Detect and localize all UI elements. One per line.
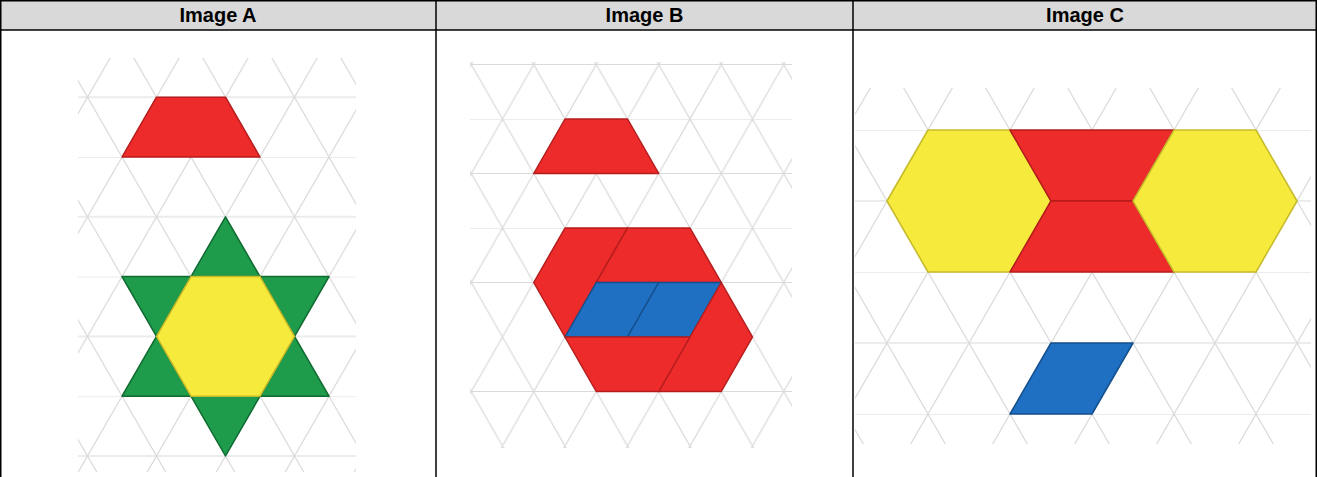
table-border [852,0,854,477]
triangle-grid [78,58,356,472]
triangle-grid [855,88,1311,444]
table-border [0,0,1317,2]
trapezoid-block [122,97,260,157]
hexagon-block [1133,130,1297,272]
table-border [0,29,1317,31]
column-heading: Image C [853,1,1317,30]
column-heading: Image B [436,1,853,30]
trapezoid-block [565,337,690,392]
table-border [0,0,2,477]
rhombus-block [1010,343,1133,414]
column-heading: Image A [0,1,436,30]
triangle-block [191,396,260,456]
trapezoid-block [596,228,721,283]
table-border [1316,0,1317,477]
triangle-grid [470,62,792,448]
triangle-block [191,217,260,277]
hexagon-block [157,277,295,397]
trapezoid-block [534,119,659,174]
table-border [435,0,437,477]
header-band [0,0,1317,30]
